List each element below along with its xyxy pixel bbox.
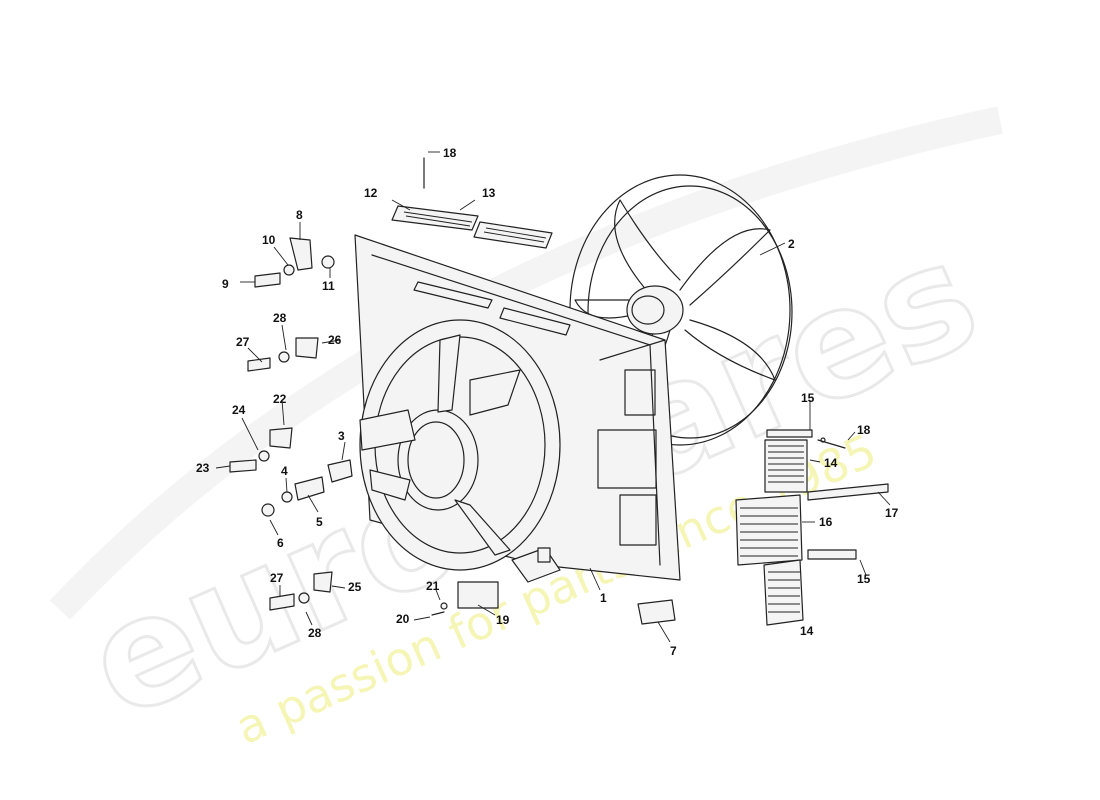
callout-19: 19 bbox=[496, 613, 510, 627]
callout-14-lower: 14 bbox=[800, 624, 814, 638]
part-hardware-left bbox=[229, 157, 676, 625]
callout-3: 3 bbox=[338, 429, 345, 443]
callout-21: 21 bbox=[426, 579, 440, 593]
callout-18-right: 18 bbox=[857, 423, 871, 437]
part-plates-top bbox=[391, 205, 553, 249]
callout-6: 6 bbox=[277, 536, 284, 550]
callout-11: 11 bbox=[322, 279, 335, 293]
callout-25: 25 bbox=[348, 580, 362, 594]
leader-lines bbox=[215, 151, 891, 643]
callout-28-upper: 28 bbox=[273, 311, 287, 325]
callout-9: 9 bbox=[222, 277, 229, 291]
callout-15-upper: 15 bbox=[801, 391, 815, 405]
callout-20: 20 bbox=[396, 612, 410, 626]
callout-27-upper: 27 bbox=[236, 335, 250, 349]
callout-13: 13 bbox=[482, 186, 496, 200]
callout-14-upper: 14 bbox=[824, 456, 838, 470]
callout-23: 23 bbox=[196, 461, 210, 475]
callout-labels: 1 2 3 4 5 6 7 8 9 10 11 12 13 14 14 15 1… bbox=[196, 146, 899, 658]
callout-17: 17 bbox=[885, 506, 899, 520]
callout-4: 4 bbox=[281, 464, 288, 478]
callout-26: 26 bbox=[328, 333, 342, 347]
callout-27-lower: 27 bbox=[270, 571, 284, 585]
part-filters-right bbox=[735, 429, 889, 626]
callout-22: 22 bbox=[273, 392, 287, 406]
callout-18-top: 18 bbox=[443, 146, 457, 160]
callout-16: 16 bbox=[819, 515, 833, 529]
part-shroud bbox=[354, 234, 681, 583]
callout-7: 7 bbox=[670, 644, 677, 658]
callout-24: 24 bbox=[232, 403, 246, 417]
callout-5: 5 bbox=[316, 515, 323, 529]
callout-10: 10 bbox=[262, 233, 276, 247]
callout-1: 1 bbox=[600, 591, 607, 605]
callout-2: 2 bbox=[788, 237, 795, 251]
callout-12: 12 bbox=[364, 186, 378, 200]
callout-15-lower: 15 bbox=[857, 572, 871, 586]
callout-28-lower: 28 bbox=[308, 626, 322, 640]
callout-8: 8 bbox=[296, 208, 303, 222]
